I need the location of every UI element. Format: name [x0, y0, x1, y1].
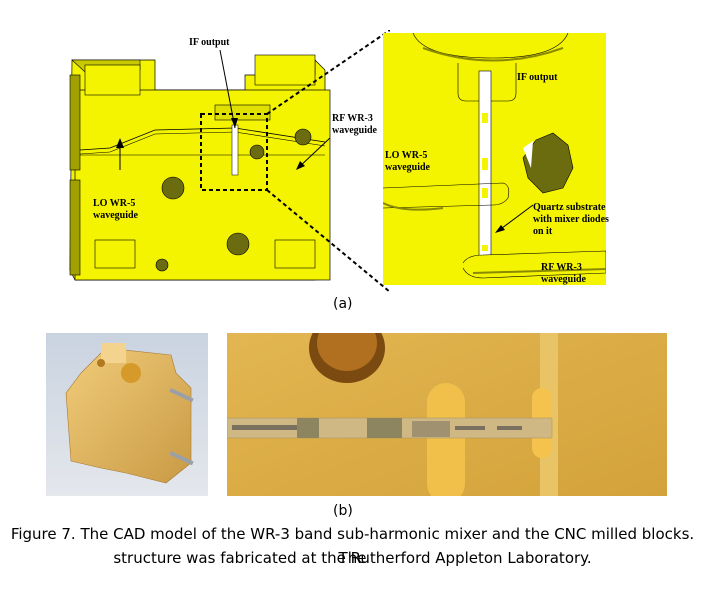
panel-a-label: (a): [333, 296, 353, 312]
panel-b-label: (b): [333, 503, 353, 519]
figure-caption-line2: structure was fabricated at the Rutherfo…: [113, 549, 592, 567]
milled-block-photo: [46, 333, 208, 496]
lo-wr5-zoom-label-line1: LO WR-5: [385, 150, 428, 161]
quartz-label-line3: on it: [533, 226, 553, 237]
figure-caption-line1: Figure 7. The CAD model of the WR-3 band…: [10, 525, 695, 567]
cad-model-main: [69, 30, 390, 292]
rf-wr3-zoom-label-line2: waveguide: [541, 274, 586, 285]
quartz-label-line1: Quartz substrate: [533, 202, 606, 213]
quartz-label-line2: with mixer diodes: [533, 214, 609, 225]
rf-wr3-label-line2: waveguide: [332, 125, 377, 136]
if-output-zoom-label: IF output: [517, 72, 558, 83]
substrate-closeup-photo: [227, 333, 667, 496]
rf-wr3-zoom-label-line1: RF WR-3: [541, 262, 582, 273]
if-output-label: IF output: [189, 37, 230, 48]
lo-wr5-label-line2: waveguide: [93, 210, 138, 221]
cad-model-zoom: [383, 33, 606, 285]
lo-wr5-label-line1: LO WR-5: [93, 198, 136, 209]
lo-wr5-zoom-label-line2: waveguide: [385, 162, 430, 173]
rf-wr3-label-line1: RF WR-3: [332, 113, 373, 124]
